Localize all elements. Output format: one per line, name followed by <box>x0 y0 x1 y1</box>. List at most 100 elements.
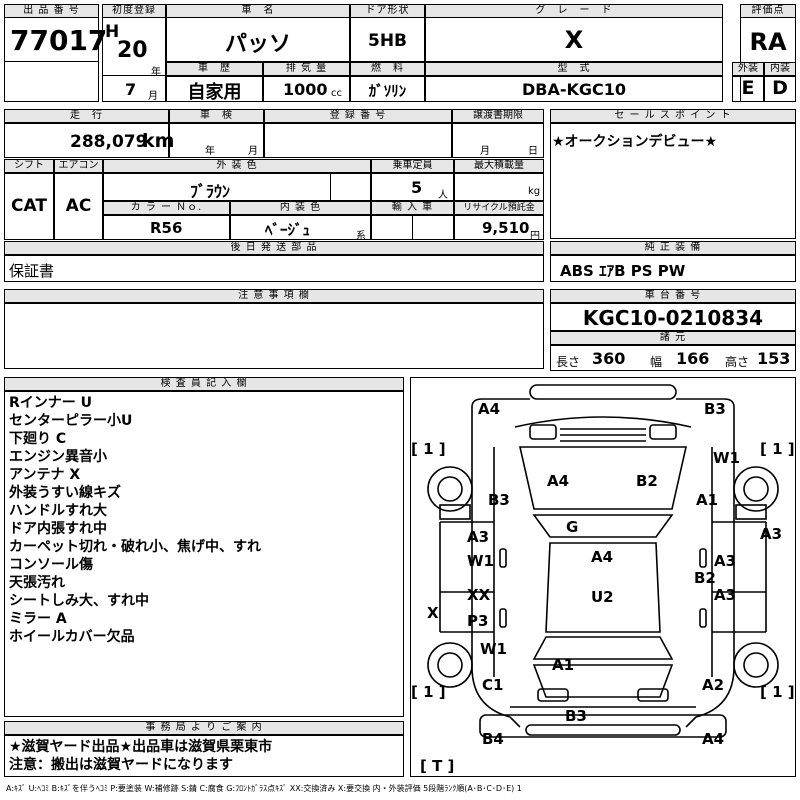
import-label: 輸 入 車 <box>371 201 454 215</box>
width-label: 幅 <box>650 355 663 369</box>
sales-point: ★オークションデビュー★ <box>552 134 718 150</box>
car-diagram-svg <box>427 384 779 738</box>
shift-label: シフト <box>4 159 54 173</box>
capacity-value: 5 <box>411 178 423 197</box>
dmg-rear-r: A2 <box>702 676 725 694</box>
inspector-note: 天張汚れ <box>9 575 65 591</box>
width-value: 166 <box>676 349 710 368</box>
dmg-roof-rear: U2 <box>591 588 614 606</box>
dmg-quarter-l: W1 <box>480 640 507 658</box>
reg-era: H <box>105 22 120 42</box>
load-unit: kg <box>528 186 541 197</box>
inspector-note: エンジン異音小 <box>9 449 107 465</box>
inspector-label: 検 査 員 記 入 欄 <box>4 377 404 391</box>
inspector-note: 下廻り C <box>9 431 67 447</box>
interior-label: 内 装 色 <box>230 201 371 215</box>
history-label: 車 歴 <box>166 62 263 76</box>
ac-label: エアコン <box>54 159 103 173</box>
legend: A:ｷｽﾞ U:ﾍｺﾐ B:ｷｽﾞを伴うﾍｺﾐ P:要塗装 W:補修跡 S:錆 … <box>6 784 522 793</box>
capacity-unit: 人 <box>438 190 448 201</box>
inspection-label: 車 検 <box>169 109 264 123</box>
reg-year: 20 <box>117 38 148 63</box>
displacement-label: 排 気 量 <box>263 62 350 76</box>
score-label: 評価点 <box>740 4 796 18</box>
int-label: 内装 <box>764 62 796 76</box>
transfer-label: 譲渡書期限 <box>452 109 544 123</box>
door-label: ドア形状 <box>350 4 425 18</box>
recycle-unit: 円 <box>530 231 540 242</box>
colorno-value: R56 <box>150 219 183 237</box>
inspector-note: カーペット切れ・破れ小、焦げ中、すれ <box>9 539 261 555</box>
height-label: 高さ <box>725 355 750 369</box>
dmg-tire-rl: [ 1 ] <box>411 683 446 701</box>
dmg-roof: A4 <box>591 548 614 566</box>
history-value: 自家用 <box>187 82 242 103</box>
dims-label: 諸 元 <box>550 331 796 345</box>
reg-label: 初度登録 <box>102 4 166 18</box>
inspector-note: ホイールカバー欠品 <box>9 629 135 645</box>
sales-label: セ ー ル ス ポ イ ン ト <box>550 109 796 123</box>
dmg-door-rl-x: XX <box>467 586 491 604</box>
recycle-label: リサイクル預託金 <box>454 201 544 215</box>
dmg-rear-bumper: B3 <box>565 707 587 725</box>
dmg-door-fl-w: W1 <box>467 552 494 570</box>
transfer-day-unit: 日 <box>528 146 538 157</box>
dmg-tire-rr: [ 1 ] <box>760 683 795 701</box>
chassis-label: 車 台 番 号 <box>550 289 796 303</box>
dmg-door-rl-p: P3 <box>467 612 489 630</box>
ac-value: AC <box>65 196 92 216</box>
dmg-spare: [ T ] <box>420 757 455 775</box>
grade-label: グ レ ー ド <box>425 4 723 18</box>
office-label: 事 務 局 よ り ご 案 内 <box>4 721 404 735</box>
inspector-note: ハンドルすれ大 <box>9 503 107 519</box>
dmg-door-fr: A3 <box>714 552 737 570</box>
caution-label: 注 意 事 項 欄 <box>4 289 544 303</box>
inspector-note: コンソール傷 <box>9 557 93 573</box>
lot-number: 77017 <box>10 24 108 57</box>
carname-label: 車 名 <box>166 4 350 18</box>
color-value: ﾌﾞﾗｳﾝ <box>190 182 231 201</box>
dmg-front-left: A4 <box>478 400 501 418</box>
grade-value: X <box>564 26 584 54</box>
dmg-roof-front: G <box>566 518 579 536</box>
fuel-value: ｶﾞｿﾘﾝ <box>368 82 407 100</box>
load-label: 最大積載量 <box>454 159 544 173</box>
displacement-unit: cc <box>331 88 342 99</box>
dmg-side-l: X <box>427 604 439 622</box>
displacement-value: 1000 <box>283 80 328 99</box>
reg-month: 7 <box>125 80 137 99</box>
inspector-note: アンテナ X <box>9 467 81 483</box>
recycle-value: 9,510 <box>482 219 530 237</box>
dmg-pillar-r: A3 <box>760 525 783 543</box>
dmg-corner-rr: A4 <box>702 730 725 748</box>
ext-label: 外装 <box>732 62 764 76</box>
dmg-fender-l: B3 <box>488 491 510 509</box>
inspector-note: ドア内張すれ中 <box>9 521 107 537</box>
height-value: 153 <box>757 349 791 368</box>
color-label: 外 装 色 <box>103 159 371 173</box>
car-name: パッソ <box>224 32 291 57</box>
dmg-corner-rl: B4 <box>482 730 504 748</box>
length-label: 長さ <box>556 355 581 369</box>
transfer-month-unit: 月 <box>480 146 490 157</box>
mileage-label: 走 行 <box>4 109 169 123</box>
lot-label: 出 品 番 号 <box>4 4 99 18</box>
dmg-tire-fl: [ 1 ] <box>411 440 446 458</box>
inspector-note: センターピラー小U <box>9 413 133 429</box>
chassis-value: KGC10-0210834 <box>582 306 764 330</box>
length-value: 360 <box>592 349 626 368</box>
inspector-note: ミラー A <box>9 611 67 627</box>
dmg-door-fl: A3 <box>467 528 490 546</box>
later-label: 後 日 発 送 部 品 <box>4 241 544 255</box>
inspection-year-unit: 年 <box>205 146 215 157</box>
colorno-label: カ ラ ー Ｎｏ. <box>103 201 230 215</box>
capacity-label: 乗車定員 <box>371 159 454 173</box>
ext-score: E <box>741 77 755 99</box>
dmg-tire-fr: [ 1 ] <box>760 440 795 458</box>
office-line-1: ★滋賀ヤード出品★出品車は滋賀県栗東市 <box>9 739 273 755</box>
plate-label: 登 録 番 号 <box>264 109 452 123</box>
inspector-note: Rインナー U <box>9 395 93 411</box>
dmg-front-right: B3 <box>704 400 726 418</box>
inspection-month-unit: 月 <box>248 146 258 157</box>
inspector-note: 外装うすい線キズ <box>9 485 121 501</box>
